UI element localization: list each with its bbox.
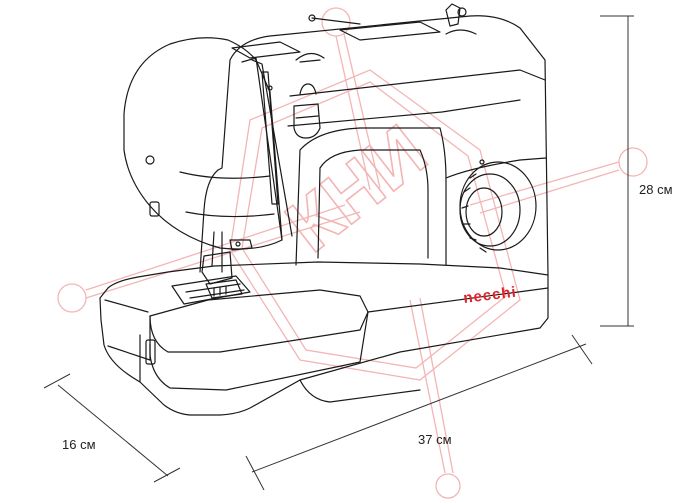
needle-plate: [171, 275, 251, 305]
watermark-circle-bottom: [435, 473, 461, 499]
bobbin-winder-hole: [145, 155, 155, 165]
sewing-machine: [99, 3, 549, 416]
tension-dial-top: [295, 52, 325, 61]
depth-dimension-line: [57, 384, 169, 477]
watermark-circle-right: [618, 147, 648, 177]
reverse-lever: [149, 201, 160, 217]
presser-foot: [201, 231, 253, 299]
width-label: 37 см: [418, 432, 452, 447]
free-arm-top: [149, 289, 369, 353]
depth-label: 16 см: [62, 437, 96, 452]
height-label: 28 см: [639, 182, 673, 197]
thread-guide: [299, 83, 317, 95]
brand-logo: necchi: [462, 284, 517, 307]
hand-wheel: [459, 161, 537, 253]
accessory-latch: [145, 339, 156, 365]
watermark: КНИ: [57, 7, 648, 499]
spool-pin: [311, 17, 361, 25]
dimension-lines: [43, 15, 634, 491]
machine-base: [99, 261, 549, 416]
width-dimension-line: [251, 343, 587, 473]
machine-body: [199, 15, 549, 276]
watermark-circle-left: [57, 283, 87, 313]
